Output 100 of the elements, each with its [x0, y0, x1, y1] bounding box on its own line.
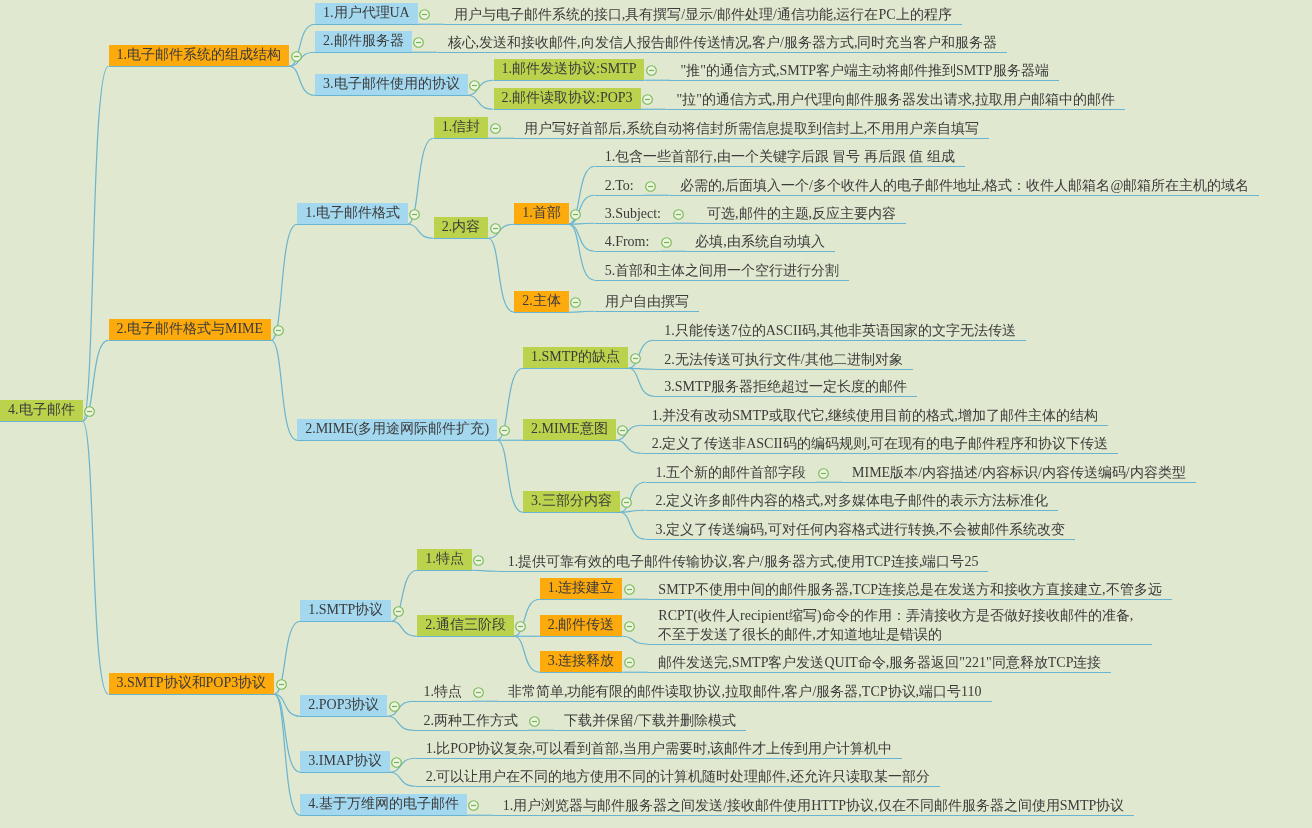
topic-text: 1.五个新的邮件首部字段	[655, 465, 807, 480]
topic-text: 必填,由系统自动填入	[695, 234, 825, 249]
branch-line	[496, 439, 524, 513]
topic-box	[523, 491, 620, 513]
underlined-topic	[415, 739, 903, 759]
topic-box	[297, 419, 498, 441]
topic-label: 2.主体	[522, 293, 561, 308]
topic-box	[523, 347, 629, 369]
underlined-topic	[443, 5, 962, 25]
underlined-topic	[670, 61, 1059, 81]
underlined-topic	[654, 350, 913, 370]
topic-box	[300, 695, 388, 717]
branch-line	[643, 79, 672, 81]
topic-text: 1.提供可靠有效的电子邮件传输协议,客户/服务器方式,使用TCP连接,端口号25	[507, 554, 979, 569]
underlined-topic	[645, 463, 817, 483]
branch-line	[81, 339, 110, 422]
branch-line	[288, 65, 316, 96]
branch-line	[627, 367, 655, 397]
underlined-topic	[697, 204, 906, 224]
underlined-topic	[497, 552, 989, 572]
topic-box	[417, 549, 472, 571]
topic-box	[539, 578, 623, 600]
branch-line	[658, 250, 686, 252]
topic-text: 1.只能传送7位的ASCII码,其他非英语国家的文字无法传送	[664, 323, 1016, 338]
branch-line	[471, 569, 499, 572]
topic-box	[108, 45, 289, 67]
branch-line	[513, 598, 541, 637]
topic-text: 非常简单,功能有限的邮件读取协议,拉取邮件,客户/服务器,TCP协议,端口号110	[507, 684, 982, 699]
topic-box	[315, 74, 468, 96]
underlined-topic	[413, 682, 472, 702]
underlined-topic	[654, 377, 918, 397]
underlined-topic	[645, 491, 1058, 511]
topic-label: 3.SMTP协议和POP3协议	[116, 675, 267, 690]
topic-box	[300, 751, 390, 773]
branch-line	[471, 700, 499, 702]
underlined-topic	[497, 682, 992, 702]
branch-line	[621, 671, 649, 673]
branch-line	[273, 693, 301, 773]
branch-line	[627, 339, 655, 369]
branch-line	[81, 420, 110, 695]
topic-label: 1.首部	[522, 205, 561, 220]
topic-box	[108, 673, 275, 695]
topic-box	[433, 217, 489, 239]
underlined-topic	[437, 33, 1008, 53]
topic-box	[433, 117, 489, 139]
branch-line	[568, 310, 596, 313]
branch-line	[513, 635, 541, 673]
branch-line	[621, 598, 649, 600]
branch-line	[487, 223, 515, 239]
topic-text: RCPT(收件人recipient缩写)命令的作用：弄清接收方是否做好接收邮件的准备,不至于发送了很长的邮件,才知道地址是错误的	[658, 608, 1134, 642]
topic-text: 3.定义了传送编码,可对任何内容格式进行转换,不会被邮件系统改变	[655, 522, 1066, 537]
topic-box	[300, 600, 392, 622]
underlined-topic	[413, 711, 528, 731]
branch-line	[389, 771, 417, 787]
underlined-topic	[648, 606, 1153, 645]
underlined-topic	[666, 90, 1125, 110]
branch-line	[390, 569, 418, 622]
topic-text: 1.特点	[423, 684, 462, 699]
branch-line	[568, 165, 596, 225]
branch-line	[466, 79, 495, 96]
topic-label: 1.信封	[441, 119, 481, 134]
topic-text: 2.两种工作方式	[423, 713, 518, 728]
branch-line	[568, 223, 596, 252]
topic-box	[493, 59, 645, 81]
topic-label: 2.邮件读取协议:POP3	[501, 90, 633, 105]
branch-line	[466, 814, 494, 816]
topic-box	[108, 319, 272, 341]
topic-label: 1.用户代理UA	[323, 5, 410, 20]
underlined-topic	[685, 232, 835, 252]
branch-line	[618, 481, 647, 513]
underlined-topic	[669, 176, 1260, 196]
branch-line	[288, 23, 316, 67]
topic-text: 用户写好首部后,系统自动将信封所需信息提取到信封上,不用用户亲自填写	[524, 121, 980, 136]
topic-text: 5.首部和主体之间用一个空行进行分割	[604, 263, 840, 278]
underlined-topic	[654, 321, 1026, 341]
branch-line	[527, 729, 555, 731]
underlined-topic	[594, 147, 965, 167]
branch-line	[273, 620, 301, 695]
branch-line	[496, 439, 524, 441]
topic-label: 1.连接建立	[547, 580, 615, 595]
topic-text: 3.Subject:	[604, 206, 661, 221]
topic-text: 核心,发送和接收邮件,向发信人报告邮件传送情况,客户/服务器方式,同时充当客户和服务器	[447, 35, 998, 50]
branch-line	[390, 620, 418, 637]
branch-line	[417, 23, 445, 25]
underlined-topic	[641, 434, 1119, 454]
underlined-topic	[415, 767, 940, 787]
topic-text: 4.From:	[604, 234, 650, 249]
topic-text: 2.无法传送可执行文件/其他二进制对象	[664, 352, 903, 367]
topic-box	[493, 88, 641, 110]
branch-line	[618, 511, 647, 540]
topic-label: 1.电子邮件系统的组成结构	[116, 47, 281, 62]
topic-text: 1.比POP协议复杂,可以看到首部,当用户需要时,该邮件才上传到用户计算机中	[425, 741, 893, 756]
topic-text: 2.To:	[604, 178, 634, 193]
topic-label: 2.MIME(多用途网际邮件扩充)	[305, 421, 490, 436]
topic-label: 2.MIME意图	[531, 421, 608, 436]
topic-box	[539, 651, 623, 673]
topic-text: 邮件发送完,SMTP客户发送QUIT命令,服务器返回"221"同意释放TCP连接	[658, 655, 1102, 670]
topic-label: 2.邮件服务器	[323, 33, 404, 48]
topic-box	[0, 400, 83, 422]
underlined-topic	[648, 653, 1112, 673]
